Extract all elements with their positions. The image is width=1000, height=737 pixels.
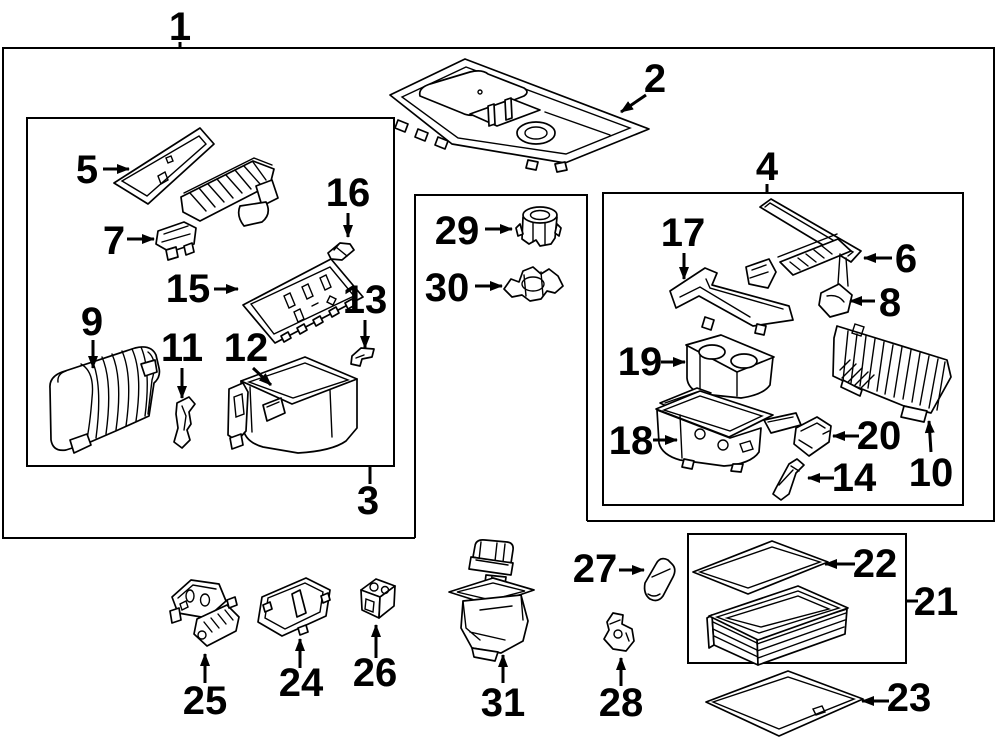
assembly-box-3 [26, 117, 395, 467]
part-29-drawing [515, 206, 562, 247]
callout-30-label: 30 [425, 266, 470, 310]
part-9-drawing [49, 346, 161, 454]
part-19-drawing [685, 334, 775, 405]
part-7-drawing [155, 157, 279, 261]
callout-5-label: 5 [76, 148, 98, 192]
callout-26-label: 26 [353, 651, 398, 695]
leader-arrow-10 [924, 420, 935, 453]
part-24-drawing [257, 577, 331, 637]
part-2-drawing [389, 58, 650, 173]
callout-1-label: 1 [169, 5, 191, 49]
callout-4-label: 4 [756, 145, 779, 189]
callout-14-label: 14 [832, 456, 877, 500]
callout-24-label: 24 [279, 661, 324, 705]
part-27-drawing [643, 557, 676, 602]
assembly-box-4 [602, 192, 964, 506]
callout-18-label: 18 [609, 419, 654, 463]
callout-19-label: 19 [618, 340, 663, 384]
callout-28-label: 28 [599, 681, 644, 725]
callout-29-label: 29 [435, 209, 480, 253]
callout-10-label: 10 [909, 451, 954, 495]
part-15-drawing [242, 258, 364, 344]
part-30-drawing [503, 266, 564, 302]
part-14-drawing [772, 458, 805, 501]
callout-27-label: 27 [573, 547, 618, 591]
callout-7-label: 7 [103, 219, 125, 263]
part-25-drawing [169, 579, 240, 647]
leader-arrow-2 [620, 93, 647, 114]
part-drawings [49, 58, 952, 737]
part-28-drawing [603, 612, 635, 652]
callout-12-label: 12 [224, 326, 269, 370]
callout-25-label: 25 [183, 679, 228, 723]
part-22-drawing [692, 540, 829, 595]
callout-labels: 1 2 3 4 5 6 7 8 9 10 11 12 13 14 15 16 1… [76, 5, 958, 725]
callout-15-label: 15 [166, 267, 211, 311]
callout-11-label: 11 [161, 326, 203, 370]
callout-13-label: 13 [343, 278, 388, 322]
part-23-drawing [705, 670, 864, 737]
callout-31-label: 31 [481, 681, 526, 725]
part-21-tray-drawing [706, 585, 849, 666]
callout-6-label: 6 [895, 237, 917, 281]
callout-3-label: 3 [357, 479, 379, 523]
group-boxes [2, 47, 995, 664]
part-8-drawing [745, 233, 853, 318]
callout-9-label: 9 [81, 300, 103, 344]
leader-arrow-12 [251, 366, 273, 387]
callout-17-label: 17 [661, 211, 706, 255]
leader-lines [88, 42, 935, 706]
part-11-drawing [173, 396, 196, 449]
part-31-drawing [448, 539, 535, 662]
part-20-drawing [793, 416, 832, 457]
assembly-box-21 [687, 533, 907, 664]
part-13-drawing [350, 347, 375, 367]
assembly-box-1 [2, 47, 995, 539]
callout-23-label: 23 [887, 676, 932, 720]
callout-2-label: 2 [644, 57, 666, 101]
callout-20-label: 20 [857, 414, 902, 458]
callout-22-label: 22 [853, 542, 898, 586]
part-10-drawing [832, 323, 952, 423]
callout-16-label: 16 [326, 171, 371, 215]
assembly-box-29-30 [414, 194, 588, 538]
part-26-drawing [360, 578, 396, 619]
part-18-drawing [655, 387, 802, 473]
part-12-drawing [227, 356, 358, 454]
part-5-drawing [113, 127, 215, 205]
callout-8-label: 8 [879, 281, 901, 325]
callout-21-label: 21 [914, 580, 959, 624]
part-16-drawing [327, 242, 355, 261]
part-17-drawing [669, 267, 794, 336]
